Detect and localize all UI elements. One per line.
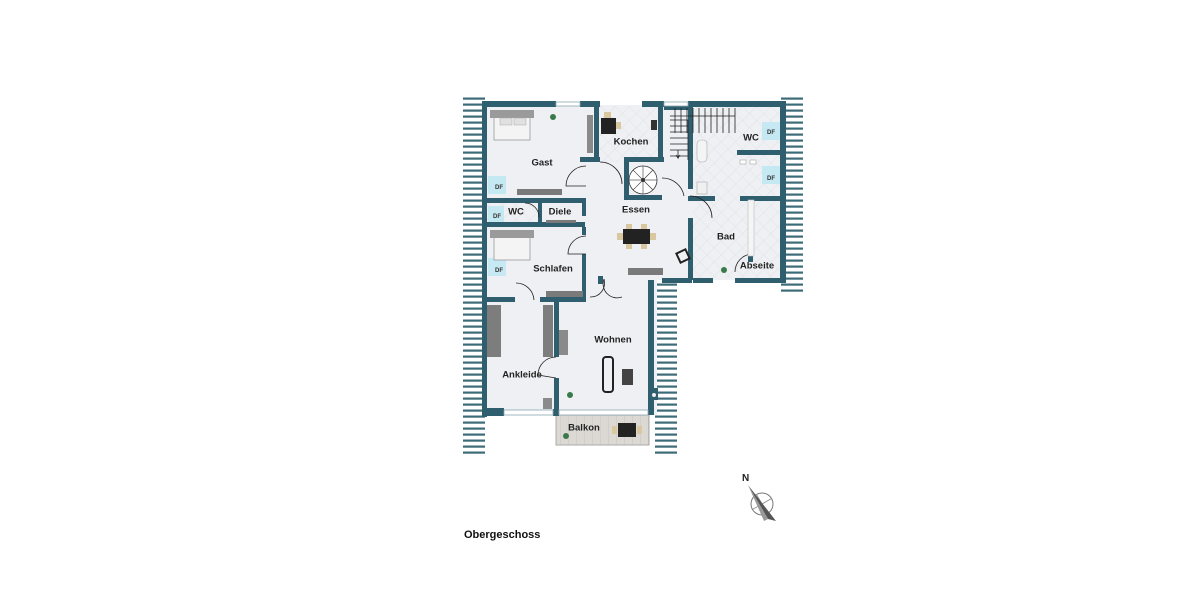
skylight-label: DF bbox=[495, 185, 503, 191]
room-label-ankleide: Ankleide bbox=[502, 369, 542, 381]
compass-icon bbox=[748, 485, 776, 521]
skylight-label: DF bbox=[767, 176, 775, 182]
skylight-label: DF bbox=[767, 130, 775, 136]
furniture bbox=[487, 110, 757, 439]
room-label-balkon: Balkon bbox=[568, 422, 600, 434]
skylight-label: DF bbox=[495, 268, 503, 274]
room-label-wohnen: Wohnen bbox=[594, 334, 632, 346]
room-label-essen: Essen bbox=[622, 204, 650, 216]
windows bbox=[503, 101, 689, 416]
doors bbox=[515, 161, 754, 379]
spiral-staircase bbox=[628, 165, 658, 195]
roof-slope-right bbox=[781, 95, 803, 295]
room-label-diele: Diele bbox=[548, 206, 572, 218]
room-label-schlafen: Schlafen bbox=[533, 263, 573, 275]
floor-title: Obergeschoss bbox=[464, 529, 541, 541]
staircase bbox=[670, 108, 736, 160]
north-compass: N bbox=[738, 473, 782, 525]
skylights bbox=[488, 122, 780, 276]
room-label-wc-west: WC bbox=[508, 206, 524, 218]
room-label-gast: Gast bbox=[531, 157, 553, 169]
walls bbox=[482, 101, 786, 417]
skylight-label: DF bbox=[493, 214, 501, 220]
room-label-abseite: Abseite bbox=[739, 260, 775, 272]
roof-slope-lower-right bbox=[655, 280, 677, 455]
room-label-wc-east: WC bbox=[743, 132, 759, 144]
room-label-kochen: Kochen bbox=[613, 136, 649, 148]
north-label: N bbox=[742, 473, 750, 484]
roof-slope-left bbox=[463, 95, 485, 455]
room-label-bad: Bad bbox=[717, 231, 735, 243]
